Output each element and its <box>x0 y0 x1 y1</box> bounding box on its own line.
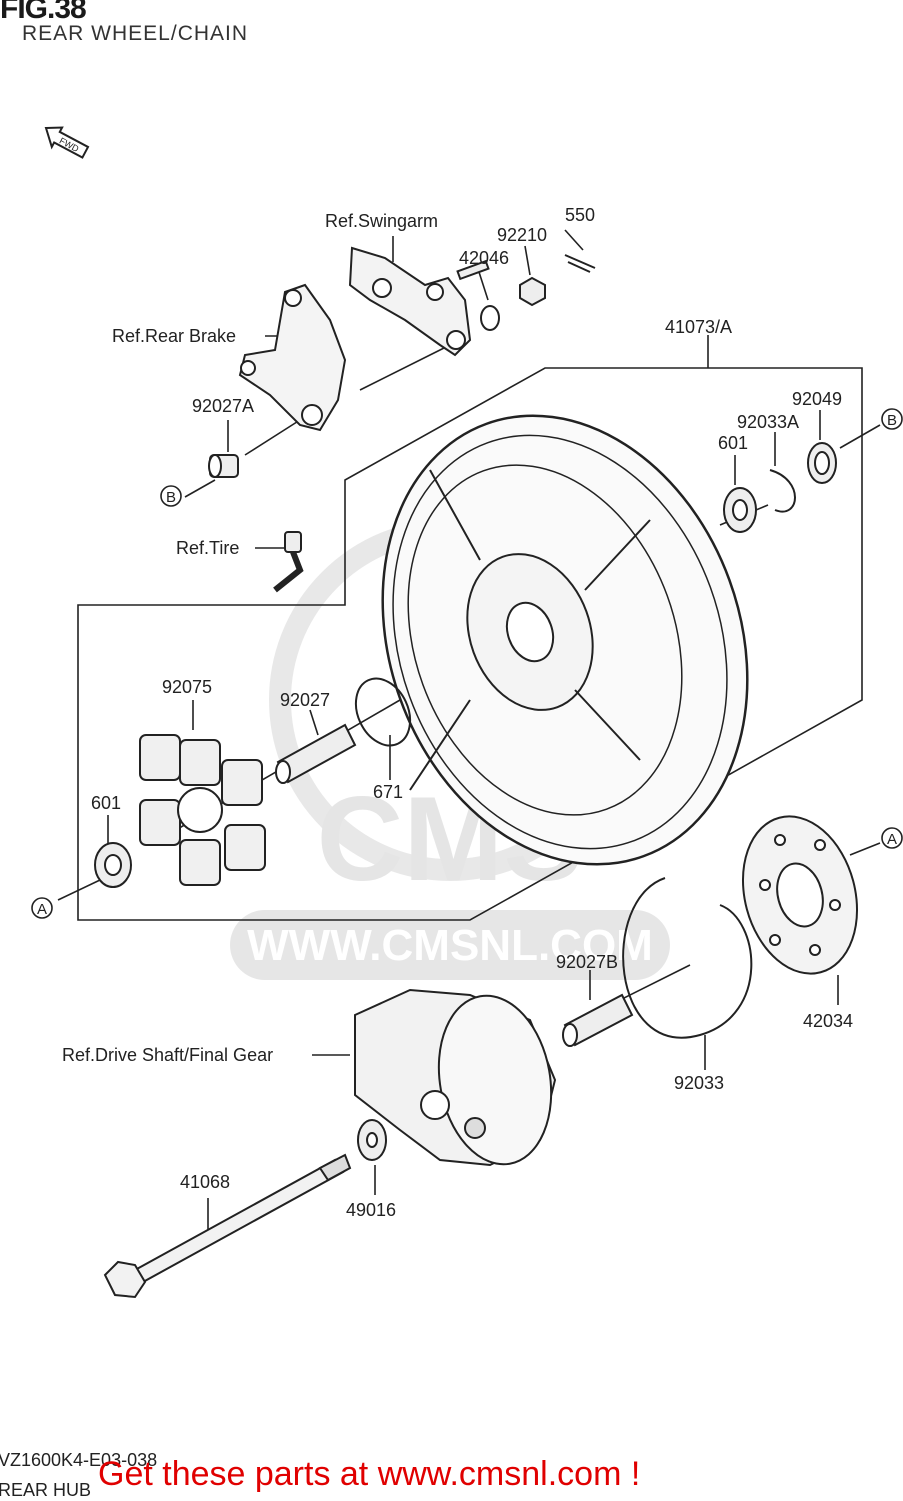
figure-subtitle: REAR WHEEL/CHAIN <box>22 22 249 45</box>
bearing-601-right <box>723 487 757 533</box>
ref-marker-a-left-text: A <box>37 901 47 918</box>
collar-92027b <box>562 993 634 1047</box>
callout-ref-tire: Ref.Tire <box>176 538 240 558</box>
bearing-601-left <box>94 842 132 888</box>
fwd-arrow-icon: FWD <box>44 126 90 159</box>
callout-ref-rear-brake: Ref.Rear Brake <box>112 326 237 346</box>
seal-92049 <box>807 442 837 484</box>
o-ring-671 <box>354 677 412 747</box>
callout-92033: 92033 <box>674 1073 725 1093</box>
callout-92210: 92210 <box>497 225 548 245</box>
final-gear-case <box>354 988 557 1167</box>
callout-ref-drive-shaft: Ref.Drive Shaft/Final Gear <box>62 1045 274 1065</box>
get-parts-link[interactable]: Get these parts at www.cmsnl.com ! <box>98 1455 641 1493</box>
callout-671: 671 <box>373 782 404 802</box>
ref-marker-a-right-text: A <box>887 831 897 848</box>
watermark-url: WWW.CMSNL.COM <box>247 921 653 970</box>
final-driven-flange-42034 <box>741 815 859 975</box>
collar-92027 <box>275 723 357 784</box>
callout-601-top: 601 <box>718 433 749 453</box>
callout-92027b: 92027B <box>556 952 619 972</box>
ref-marker-b-left-text: B <box>166 489 176 506</box>
callout-92027: 92027 <box>280 690 331 710</box>
ref-marker-b-right-text: B <box>887 412 897 429</box>
callout-42034: 42034 <box>803 1011 854 1031</box>
callout-550: 550 <box>565 205 596 225</box>
callout-92075: 92075 <box>162 677 213 697</box>
rear-wheel <box>381 414 749 866</box>
callout-41068: 41068 <box>180 1172 231 1192</box>
figure-title: FIG.38 <box>0 0 87 25</box>
callout-42046: 42046 <box>459 248 510 268</box>
callout-92027a: 92027A <box>192 396 255 416</box>
footer-section: REAR HUB <box>0 1480 92 1500</box>
ref-marker-b-right: B <box>881 408 903 430</box>
collar-92027a <box>208 454 239 478</box>
tire-valve <box>273 531 304 593</box>
rear-brake-bracket <box>238 283 347 432</box>
pivot-bolt-42046 <box>456 254 596 331</box>
ref-marker-a-right: A <box>881 827 903 849</box>
rear-axle-41068 <box>103 1153 352 1299</box>
swingarm-bracket <box>348 246 472 357</box>
footer-diagram-code: VZ1600K4-E03-038 <box>0 1450 158 1470</box>
hub-damper-92075 <box>139 734 266 886</box>
callout-92033a: 92033A <box>737 412 800 432</box>
callout-41073a: 41073/A <box>665 317 733 337</box>
callout-ref-swingarm: Ref.Swingarm <box>325 211 439 231</box>
circlip-92033a <box>769 469 796 513</box>
ref-marker-b-left: B <box>160 485 182 507</box>
callout-49016: 49016 <box>346 1200 397 1220</box>
callout-601-left: 601 <box>91 793 122 813</box>
callout-92049: 92049 <box>792 389 843 409</box>
ref-marker-a-left: A <box>31 897 53 919</box>
washer-49016 <box>357 1119 387 1161</box>
circlip-92033 <box>622 877 753 1039</box>
